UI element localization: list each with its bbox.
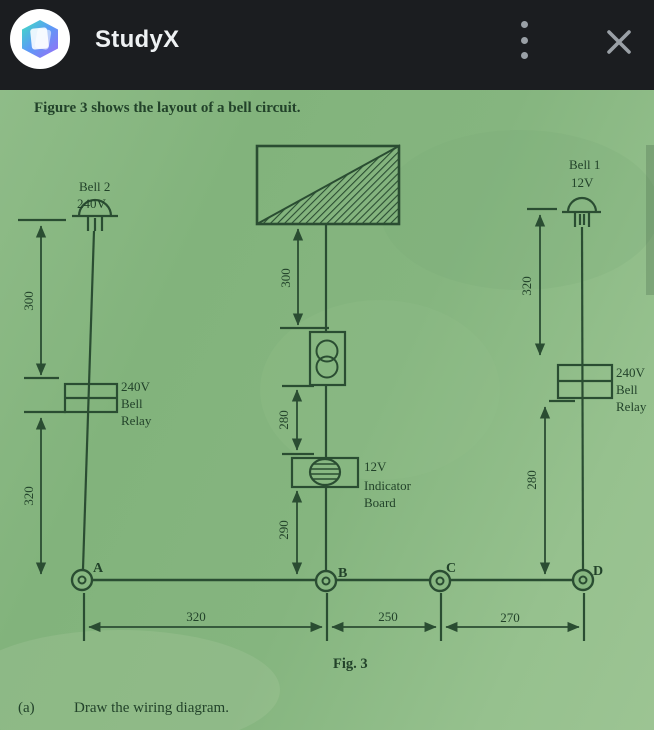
dim-center-mid: 280	[276, 410, 291, 430]
question-text: Draw the wiring diagram.	[74, 700, 229, 716]
point-b-label: B	[338, 566, 347, 581]
studyx-logo-icon	[22, 20, 58, 58]
studyx-logo	[10, 9, 70, 69]
dim-left-upper: 300	[21, 291, 36, 311]
dim-right-upper: 320	[519, 276, 534, 296]
relay-left-label-3: Relay	[121, 413, 152, 428]
transformer-symbol	[308, 330, 347, 387]
dim-span-ab: 320	[186, 609, 206, 624]
relay-left-label-2: Bell	[121, 396, 143, 411]
figure-intro-text: Figure 3 shows the layout of a bell circ…	[34, 100, 301, 116]
dim-center-upper: 300	[278, 268, 293, 288]
relay-right-label-3: Relay	[616, 399, 647, 414]
point-a-label: A	[93, 561, 104, 576]
indicator-board-symbol	[290, 456, 360, 489]
dimension-lines	[18, 207, 586, 641]
bell2-name-label: Bell 2	[79, 179, 110, 194]
bell2-symbol	[72, 198, 118, 231]
close-icon[interactable]	[602, 25, 636, 59]
dim-center-lower: 290	[276, 520, 291, 540]
bell1-symbol	[562, 196, 601, 227]
point-c-label: C	[446, 561, 456, 576]
relay-right-label-1: 240V	[616, 365, 646, 380]
relay-right-label-2: Bell	[616, 382, 638, 397]
dim-span-cd: 270	[500, 610, 520, 625]
relay-left-label-1: 240V	[121, 379, 151, 394]
point-d-label: D	[593, 564, 603, 579]
indicator-label-2: Indicator	[364, 478, 412, 493]
supply-box	[255, 144, 401, 226]
bell1-voltage-label: 12V	[571, 175, 594, 190]
app-title: StudyX	[95, 26, 180, 53]
dim-left-lower: 320	[21, 486, 36, 506]
dim-span-bc: 250	[378, 609, 398, 624]
question-image: Figure 3 shows the layout of a bell circ…	[0, 90, 654, 730]
bell2-voltage-label: 240V	[77, 196, 107, 211]
relay-left-symbol	[63, 382, 119, 414]
dim-right-lower: 280	[524, 470, 539, 490]
kebab-menu-icon[interactable]	[517, 21, 531, 59]
app-header: StudyX	[0, 0, 654, 90]
junction-points	[70, 568, 595, 593]
question-part-label: (a)	[18, 700, 35, 716]
indicator-label-1: 12V	[364, 459, 387, 474]
bell1-name-label: Bell 1	[569, 157, 600, 172]
relay-right-symbol	[556, 363, 614, 400]
figure-caption: Fig. 3	[333, 656, 368, 672]
indicator-label-3: Board	[364, 495, 396, 510]
